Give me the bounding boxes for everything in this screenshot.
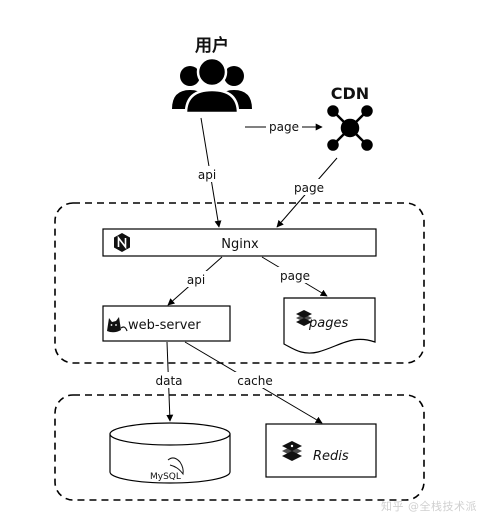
web-server-label: web-server bbox=[128, 318, 201, 333]
nginx-node bbox=[102, 228, 377, 257]
mysql-label: MySQL bbox=[150, 472, 181, 482]
watermark: 知乎 @全栈技术派 bbox=[381, 500, 477, 513]
redis-label: Redis bbox=[313, 449, 349, 464]
edge-web-to-mysql-label: data bbox=[155, 374, 182, 388]
edge-web-to-redis-label: cache bbox=[237, 374, 273, 388]
web-server-node bbox=[102, 305, 231, 342]
nginx-label: Nginx bbox=[221, 237, 259, 252]
users-group-icon bbox=[172, 56, 252, 115]
edge-cdn-to-nginx-label: page bbox=[294, 181, 324, 195]
layers-stack-icon bbox=[296, 310, 312, 326]
app-tier-group bbox=[54, 202, 425, 364]
edge-user-to-cdn-label: page bbox=[269, 120, 299, 134]
edge-user-to-nginx-label: api bbox=[198, 168, 216, 182]
edge-nginx-to-web-label: api bbox=[187, 273, 205, 287]
dolphin-icon bbox=[167, 457, 184, 476]
pages-label: pages bbox=[308, 316, 348, 331]
redis-stack-icon bbox=[282, 441, 302, 461]
edge-nginx-to-pages-label: page bbox=[280, 269, 310, 283]
data-tier-group bbox=[54, 394, 425, 501]
tomcat-cat-icon bbox=[107, 317, 128, 333]
network-hub-icon bbox=[327, 105, 373, 151]
user-label: 用户 bbox=[195, 35, 229, 56]
nginx-logo-icon bbox=[114, 233, 130, 252]
cdn-label: CDN bbox=[331, 84, 369, 103]
